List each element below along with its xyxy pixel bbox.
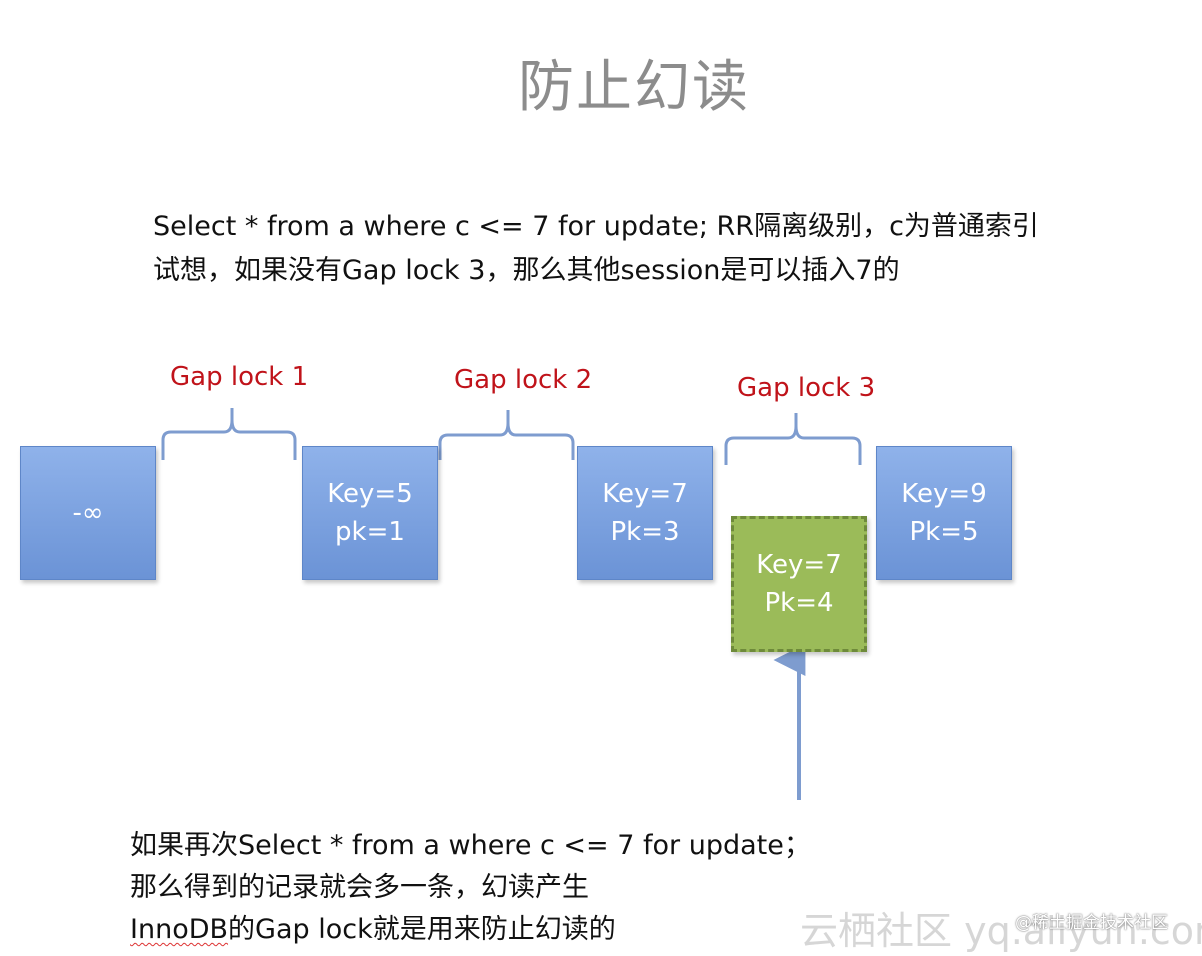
page-title: 防止幻读 (518, 55, 750, 120)
record-negative-infinity: -∞ (20, 446, 156, 580)
record-key-5: Key=5 pk=1 (302, 446, 438, 580)
record-key-9: Key=9 Pk=5 (876, 446, 1012, 580)
inserted-record: Key=7 Pk=4 (731, 516, 867, 652)
description: Select * from a where c <= 7 for update;… (153, 205, 1039, 293)
gap-lock-3-bracket (724, 413, 862, 465)
record-pk: Pk=5 (909, 517, 979, 547)
watermark: 云栖社区 yq.aliyun.com (800, 909, 1202, 953)
gap-lock-1-label: Gap lock 1 (170, 362, 309, 392)
description-line-2: 试想，如果没有Gap lock 3，那么其他session是可以插入7的 (153, 255, 900, 286)
record-key: Key=5 (327, 479, 413, 509)
conclusion-line-3: InnoDB的Gap lock就是用来防止幻读的 (130, 909, 811, 951)
record-label: -∞ (72, 498, 104, 528)
spellcheck-word: InnoDB (130, 914, 229, 945)
record-key: Key=9 (901, 479, 987, 509)
gap-lock-2-label: Gap lock 2 (454, 365, 593, 395)
description-line-1: Select * from a where c <= 7 for update;… (153, 211, 1039, 242)
inserted-record-key: Key=7 (756, 550, 842, 580)
gap-lock-2-bracket (438, 410, 575, 460)
gap-lock-3-label: Gap lock 3 (737, 373, 876, 403)
record-key: Key=7 (602, 479, 688, 509)
gap-lock-1-bracket (161, 408, 297, 460)
record-pk: Pk=3 (610, 517, 680, 547)
inserted-record-pk: Pk=4 (764, 588, 834, 618)
conclusion-line-2: 那么得到的记录就会多一条，幻读产生 (130, 872, 589, 903)
conclusion: 如果再次Select * from a where c <= 7 for upd… (130, 825, 811, 951)
watermark-small: @稀土掘金技术社区 (1015, 913, 1168, 933)
record-key-7: Key=7 Pk=3 (577, 446, 713, 580)
record-pk: pk=1 (335, 517, 405, 547)
conclusion-line-1: 如果再次Select * from a where c <= 7 for upd… (130, 830, 811, 861)
conclusion-line-3-rest: 的Gap lock就是用来防止幻读的 (228, 914, 616, 945)
